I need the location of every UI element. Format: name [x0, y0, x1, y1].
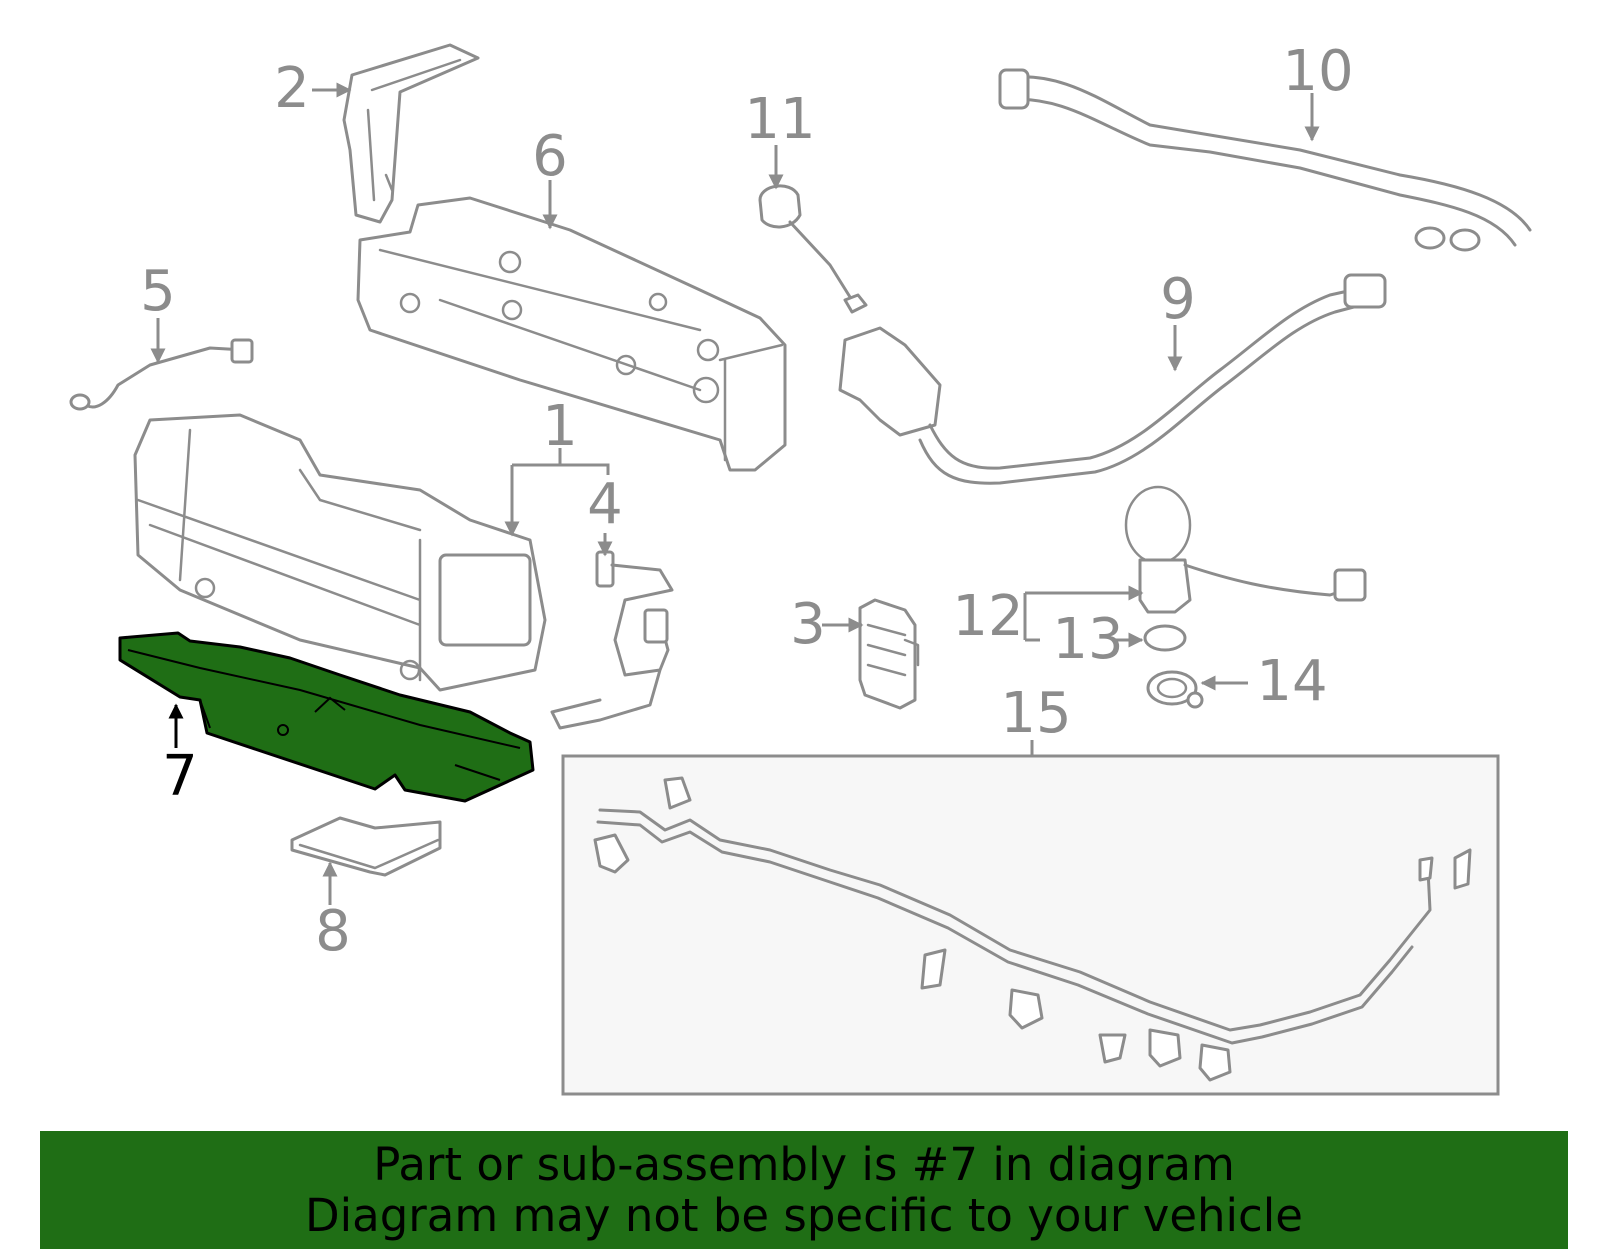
- callout-9: 9: [1160, 267, 1196, 332]
- callout-5: 5: [140, 259, 176, 324]
- callout-labels: 1 2 3 4 5 6 7 8 9 10 11 12 13 14 15: [140, 39, 1353, 964]
- part-12-filler-housing: [1124, 485, 1367, 614]
- callout-11: 11: [744, 87, 815, 152]
- part-8-plate: [290, 816, 442, 877]
- part-7-shield-highlighted: [118, 631, 535, 803]
- callout-4: 4: [587, 472, 623, 537]
- banner-line-1: Part or sub-assembly is #7 in diagram: [373, 1138, 1235, 1191]
- callout-7: 7: [162, 744, 198, 809]
- part-3-module: [858, 598, 920, 710]
- part-5-hose: [69, 338, 254, 411]
- callout-2: 2: [274, 56, 310, 121]
- callout-8: 8: [315, 899, 351, 964]
- callout-14: 14: [1256, 649, 1327, 714]
- part-15-box: [561, 754, 1500, 1096]
- callout-1: 1: [542, 394, 578, 459]
- callout-10: 10: [1282, 39, 1353, 104]
- callout-6: 6: [532, 124, 568, 189]
- part-2-bracket: [342, 43, 480, 224]
- part-11-filler-neck: [758, 184, 868, 314]
- part-13-o-ring: [1143, 624, 1187, 652]
- callout-13: 13: [1052, 607, 1123, 672]
- part-14-clamp: [1146, 670, 1204, 709]
- part-1-canister: [133, 413, 547, 692]
- part-10-vent-hose: [998, 68, 1532, 252]
- callout-3: 3: [790, 592, 826, 657]
- part-6-heat-shield: [356, 196, 787, 472]
- part-9-fuel-pipe: [838, 273, 1387, 485]
- part-4-harness: [550, 550, 674, 730]
- info-banner: Part or sub-assembly is #7 in diagram Di…: [40, 1131, 1568, 1249]
- callout-15: 15: [1000, 681, 1071, 746]
- leader-lines: [150, 82, 1320, 905]
- callout-12: 12: [952, 584, 1023, 649]
- banner-line-2: Diagram may not be specific to your vehi…: [305, 1189, 1303, 1242]
